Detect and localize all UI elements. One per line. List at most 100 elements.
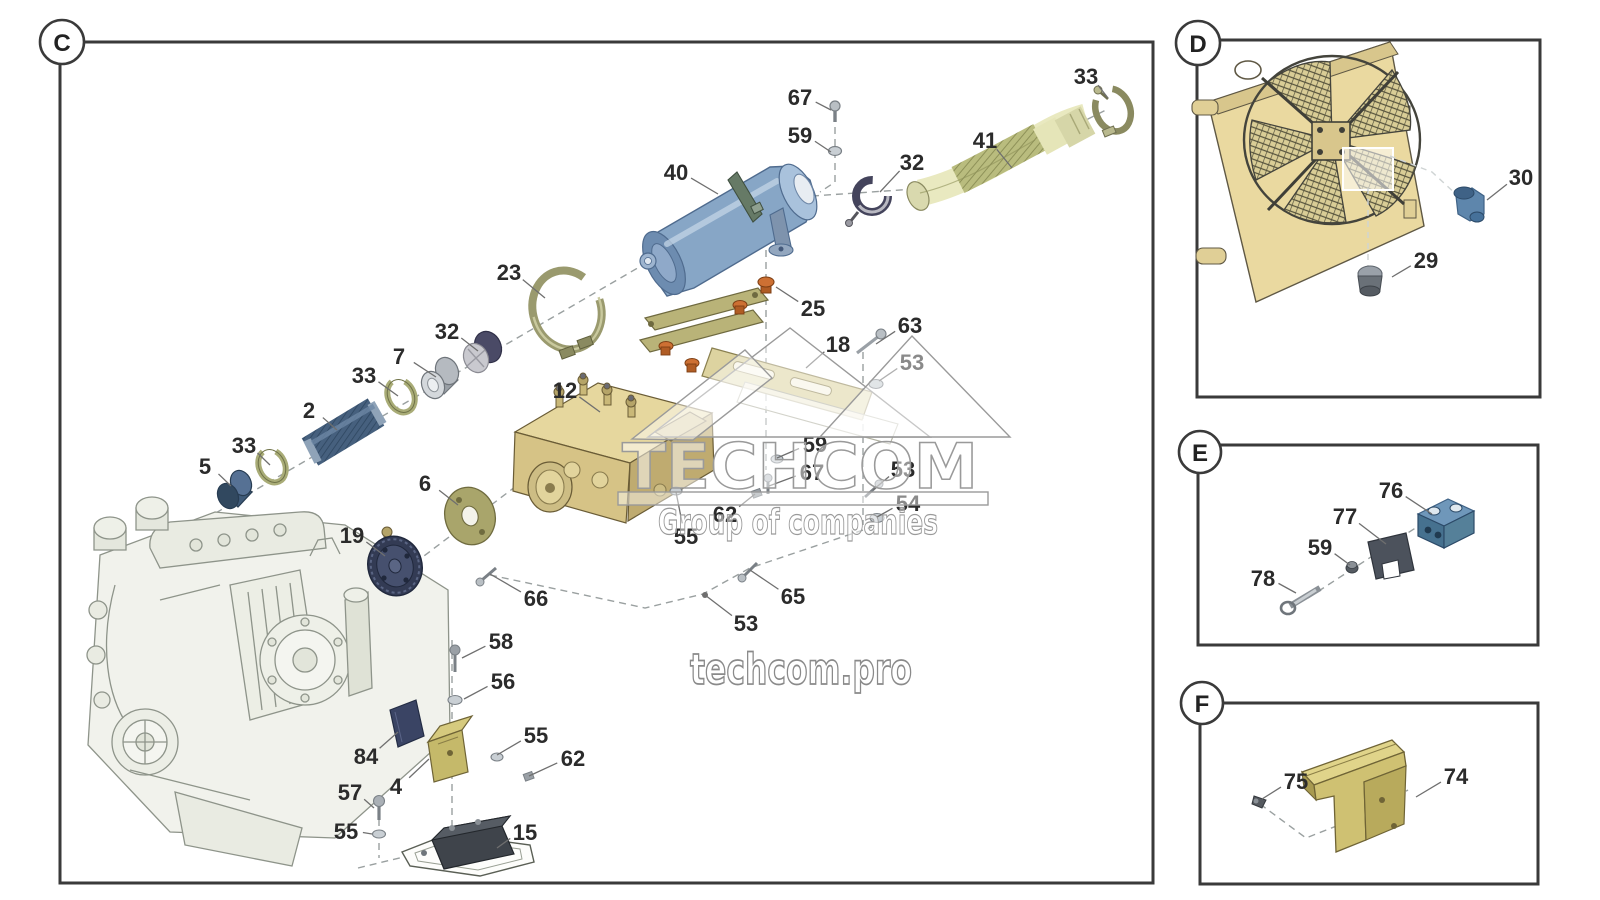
leader-55 bbox=[496, 740, 522, 756]
engine bbox=[86, 496, 451, 867]
leader-53 bbox=[704, 594, 733, 617]
callout-74: 74 bbox=[1444, 764, 1469, 789]
panel-c-badge: C bbox=[38, 18, 86, 66]
leader-59 bbox=[776, 447, 800, 459]
callout-15: 15 bbox=[513, 820, 537, 845]
leader-30 bbox=[1486, 183, 1508, 201]
leader-59 bbox=[814, 140, 832, 153]
leader-55 bbox=[675, 491, 683, 524]
callout-33: 33 bbox=[1074, 64, 1098, 89]
callout-57: 57 bbox=[338, 780, 362, 805]
panel-c-letter: C bbox=[53, 30, 70, 57]
leader-54 bbox=[876, 507, 893, 518]
leader-67 bbox=[768, 475, 797, 487]
callout-25: 25 bbox=[801, 296, 825, 321]
leader-33 bbox=[1097, 84, 1109, 99]
clamp-32-gauge bbox=[845, 176, 892, 227]
adapter-plate-6 bbox=[444, 486, 496, 546]
block-76 bbox=[1416, 498, 1476, 549]
muffler-bolt-67 bbox=[829, 100, 841, 122]
callout-32: 32 bbox=[900, 150, 924, 175]
muffler-40 bbox=[639, 163, 818, 297]
callout-5: 5 bbox=[199, 454, 211, 479]
panel-f-frame bbox=[1198, 701, 1540, 886]
leader-32 bbox=[879, 170, 901, 193]
callout-67: 67 bbox=[800, 460, 824, 485]
callout-41: 41 bbox=[973, 128, 997, 153]
watermark-arrow bbox=[630, 349, 774, 441]
callout-84: 84 bbox=[354, 744, 379, 769]
flex-hose-2 bbox=[301, 398, 387, 466]
callout-2: 2 bbox=[303, 398, 315, 423]
callout-30: 30 bbox=[1509, 165, 1533, 190]
panel-e-letter: E bbox=[1192, 440, 1208, 467]
plug-29 bbox=[1357, 265, 1383, 297]
leader-53 bbox=[872, 475, 890, 491]
drive-gear-19 bbox=[367, 535, 423, 597]
callout-58: 58 bbox=[489, 629, 513, 654]
leader-40 bbox=[690, 177, 719, 195]
callout-53: 53 bbox=[891, 457, 915, 482]
callout-56: 56 bbox=[491, 669, 515, 694]
plate-77 bbox=[1367, 532, 1415, 580]
leader-4 bbox=[408, 758, 430, 779]
leader-75 bbox=[1261, 786, 1282, 800]
nut-59e bbox=[1345, 561, 1359, 574]
callout-55: 55 bbox=[524, 723, 548, 748]
leader-77 bbox=[1358, 522, 1387, 545]
callout-18: 18 bbox=[826, 332, 850, 357]
cap-5 bbox=[216, 469, 253, 510]
panel-f-letter: F bbox=[1195, 691, 1210, 718]
leader-32 bbox=[460, 337, 479, 352]
ring-33-left bbox=[255, 446, 289, 486]
pin-25 bbox=[757, 276, 775, 294]
leader-76 bbox=[1405, 496, 1433, 515]
callout-7: 7 bbox=[393, 344, 405, 369]
callout-62: 62 bbox=[561, 746, 585, 771]
bracket-74 bbox=[1300, 739, 1407, 853]
watermark-bar bbox=[617, 491, 989, 506]
leader-25 bbox=[775, 286, 799, 303]
callout-67: 67 bbox=[788, 85, 812, 110]
leader-41 bbox=[996, 148, 1013, 169]
leader-84 bbox=[379, 731, 399, 749]
bracket-4 bbox=[426, 714, 474, 783]
callout-55: 55 bbox=[334, 819, 358, 844]
panel-c-frame bbox=[58, 40, 1155, 885]
leader-53 bbox=[878, 367, 898, 382]
leader-74 bbox=[1415, 781, 1442, 798]
callout-75: 75 bbox=[1284, 769, 1308, 794]
leader-29 bbox=[1391, 265, 1412, 278]
exhaust-axis bbox=[811, 188, 916, 197]
coupling-32-small bbox=[462, 330, 503, 374]
callout-54: 54 bbox=[896, 491, 921, 516]
watermark-mountain-right bbox=[818, 334, 1012, 438]
callout-59: 59 bbox=[788, 123, 812, 148]
leader-2 bbox=[322, 417, 338, 431]
leader-15 bbox=[496, 837, 511, 849]
clamp-23 bbox=[528, 266, 606, 360]
leader-33 bbox=[378, 381, 399, 397]
callout-59: 59 bbox=[1308, 535, 1332, 560]
callout-layer: 6759403241332332733233512251863535967535… bbox=[199, 64, 1533, 849]
mount-plate-18 bbox=[638, 287, 899, 445]
leader-5 bbox=[218, 473, 232, 487]
radiator-assembly bbox=[1191, 41, 1485, 303]
pins-orange bbox=[658, 300, 748, 373]
panel-d-badge: D bbox=[1174, 19, 1222, 67]
clamp-block-assembly bbox=[1279, 498, 1476, 616]
hardware-cluster-bottom bbox=[371, 644, 535, 839]
callout-59: 59 bbox=[803, 432, 827, 457]
coupling-7 bbox=[420, 356, 460, 400]
callout-77: 77 bbox=[1333, 504, 1357, 529]
watermark-subtitle: Group of companies bbox=[658, 503, 938, 543]
leader-63 bbox=[875, 330, 896, 345]
callout-53: 53 bbox=[900, 350, 924, 375]
panel-frames bbox=[58, 38, 1542, 886]
ring-33-mid bbox=[384, 376, 418, 416]
leader-23 bbox=[522, 279, 546, 299]
watermark-mountain-left bbox=[645, 327, 933, 438]
flex-pipe-41 bbox=[906, 103, 1096, 211]
leader-12 bbox=[579, 396, 601, 413]
